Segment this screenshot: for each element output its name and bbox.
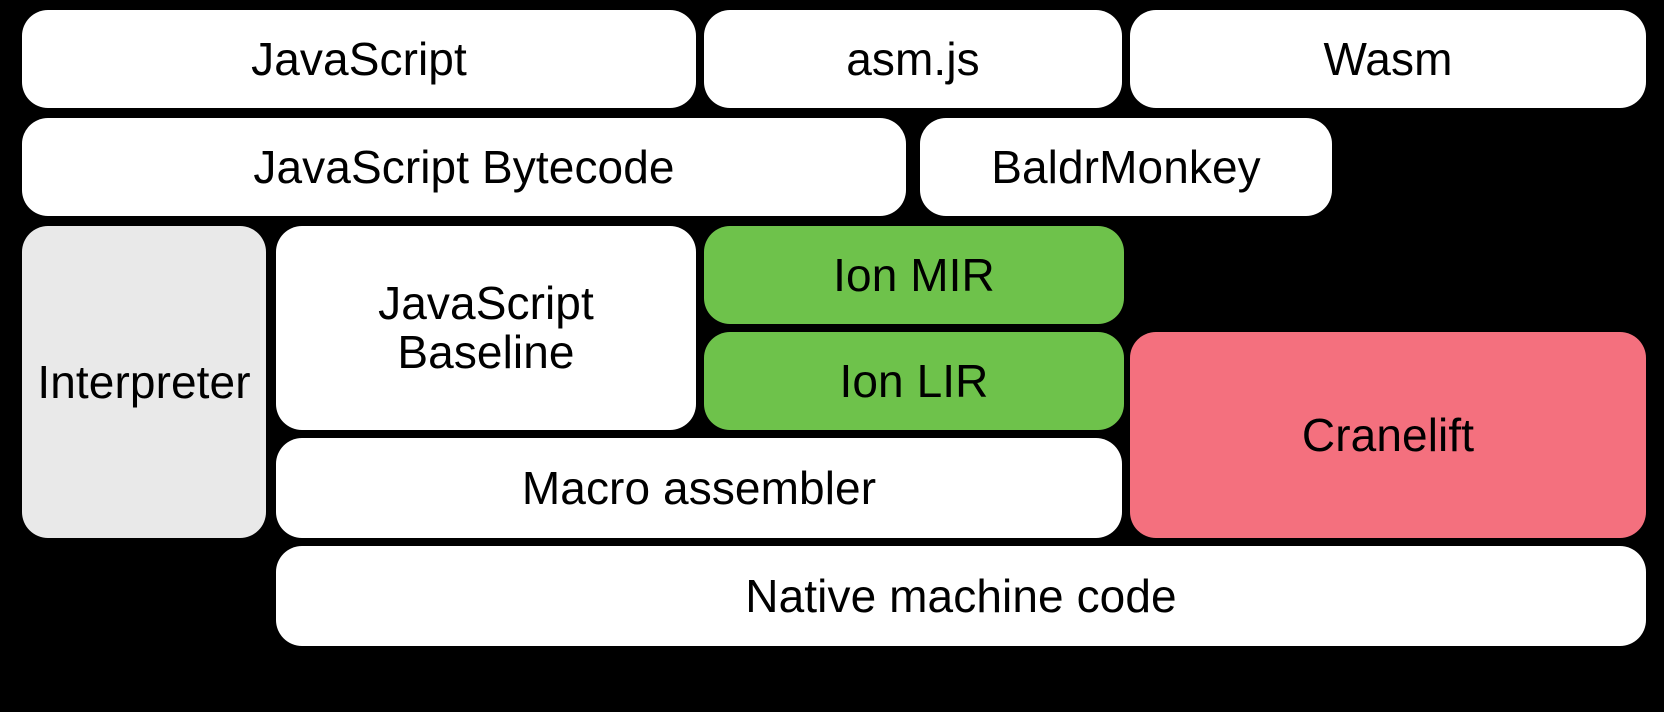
- node-interpreter: Interpreter: [22, 226, 266, 538]
- node-javascript-baseline: JavaScript Baseline: [276, 226, 696, 430]
- node-baldrmonkey: BaldrMonkey: [920, 118, 1332, 216]
- node-cranelift: Cranelift: [1130, 332, 1646, 538]
- node-ion-mir: Ion MIR: [704, 226, 1124, 324]
- node-ion-lir: Ion LIR: [704, 332, 1124, 430]
- node-javascript: JavaScript: [22, 10, 696, 108]
- node-macro-assembler: Macro assembler: [276, 438, 1122, 538]
- node-javascript-bytecode: JavaScript Bytecode: [22, 118, 906, 216]
- node-native-machine-code: Native machine code: [276, 546, 1646, 646]
- node-asm-js: asm.js: [704, 10, 1122, 108]
- node-wasm: Wasm: [1130, 10, 1646, 108]
